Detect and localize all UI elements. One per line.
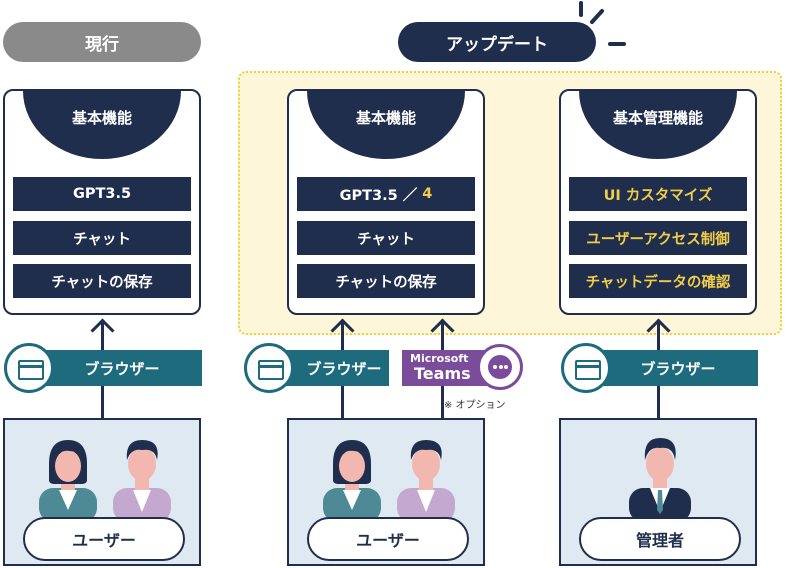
current-user-box: ユーザー bbox=[3, 418, 201, 566]
browser-window-icon bbox=[561, 343, 611, 393]
admin-features-card: 基本管理機能 UI カスタマイズ ユーザーアクセス制御 チャットデータの確認 bbox=[559, 89, 757, 315]
feature-item-gpt: GPT3.5 ／ 4 bbox=[297, 177, 475, 211]
user-label: ユーザー bbox=[356, 531, 420, 550]
browser-label: ブラウザー bbox=[84, 359, 160, 378]
update-user-box: ユーザー bbox=[287, 418, 485, 566]
feature-item: チャットの保存 bbox=[297, 264, 475, 298]
male-user-icon bbox=[397, 440, 455, 520]
teams-chat-icon bbox=[477, 344, 523, 390]
feature-gpt-prefix: GPT3.5 ／ bbox=[339, 187, 423, 204]
female-user-icon bbox=[39, 440, 97, 520]
user-label-pill: ユーザー bbox=[307, 517, 469, 561]
admin-user-box: 管理者 bbox=[559, 418, 757, 566]
browser-bar-admin: ブラウザー bbox=[586, 350, 758, 386]
current-header: 現行 bbox=[3, 22, 201, 62]
card-title: 基本機能 bbox=[71, 109, 132, 127]
card-title: 基本機能 bbox=[355, 109, 416, 127]
browser-bar-current: ブラウザー bbox=[30, 350, 202, 386]
update-header: アップデート bbox=[398, 22, 596, 62]
admin-user-icon bbox=[629, 438, 691, 520]
update-header-label: アップデート bbox=[446, 34, 548, 55]
browser-label: ブラウザー bbox=[306, 359, 382, 378]
admin-label: 管理者 bbox=[635, 531, 684, 550]
feature-gpt-highlight: 4 bbox=[422, 186, 433, 202]
browser-label: ブラウザー bbox=[640, 359, 716, 378]
feature-item: ユーザーアクセス制御 bbox=[569, 221, 747, 255]
browser-window-icon bbox=[4, 343, 54, 393]
current-header-label: 現行 bbox=[85, 34, 119, 55]
feature-item: GPT3.5 bbox=[13, 177, 191, 211]
feature-item: チャットの保存 bbox=[13, 264, 191, 298]
male-user-icon bbox=[113, 440, 171, 520]
teams-line2: Teams bbox=[414, 364, 471, 383]
update-features-card: 基本機能 GPT3.5 ／ 4 チャット チャットの保存 bbox=[287, 89, 485, 315]
feature-item: UI カスタマイズ bbox=[569, 177, 747, 211]
browser-window-icon bbox=[244, 343, 294, 393]
female-user-icon bbox=[323, 440, 381, 520]
card-title: 基本管理機能 bbox=[612, 109, 703, 127]
teams-line1: Microsoft bbox=[410, 352, 469, 365]
sparkle-icon bbox=[579, 1, 626, 46]
admin-label-pill: 管理者 bbox=[579, 517, 741, 561]
arrow-up-icon bbox=[90, 318, 115, 343]
current-features-card: 基本機能 GPT3.5 チャット チャットの保存 bbox=[3, 89, 201, 315]
feature-item: チャットデータの確認 bbox=[569, 264, 747, 298]
user-label-pill: ユーザー bbox=[23, 517, 185, 561]
feature-item: チャット bbox=[297, 221, 475, 255]
user-label: ユーザー bbox=[72, 531, 136, 550]
teams-option-note: ※ オプション bbox=[444, 400, 506, 411]
feature-item: チャット bbox=[13, 221, 191, 255]
